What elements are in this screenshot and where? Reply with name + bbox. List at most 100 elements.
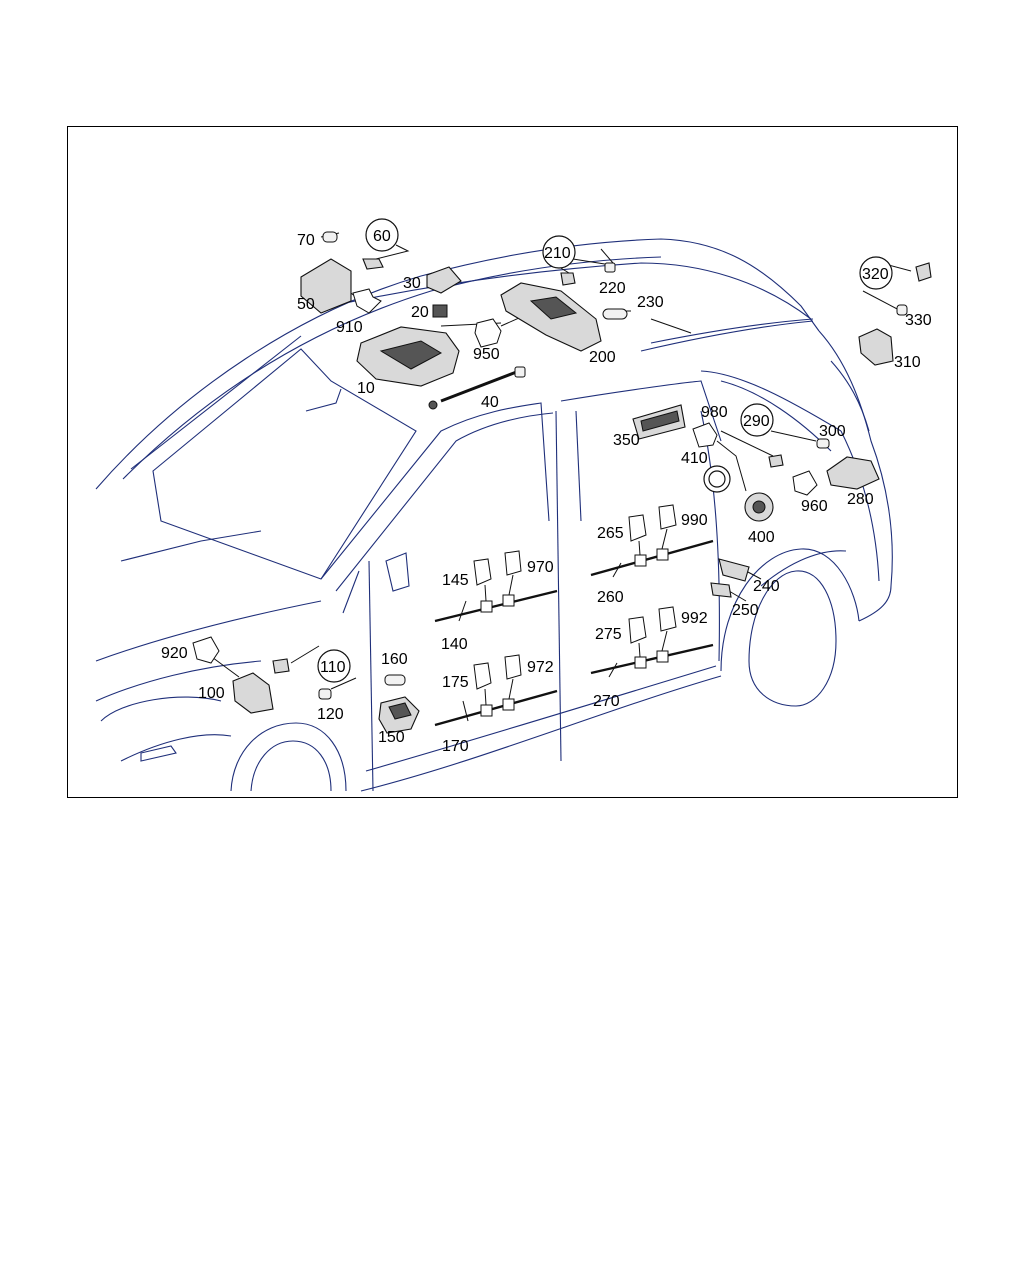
callout-circle-60 [365, 218, 399, 252]
lamp-280-shape [826, 456, 880, 490]
connector-970-box [502, 594, 515, 607]
bulb-120-shape [318, 688, 332, 700]
connector-265-box [634, 554, 647, 567]
label-320: 320 [862, 266, 889, 283]
socket-400-inner [752, 500, 766, 514]
rear-light-200-detail [529, 296, 578, 320]
label-992: 992 [681, 610, 708, 627]
callout-circle-290 [740, 403, 774, 437]
socket-60-shape [362, 258, 384, 270]
label-260: 260 [597, 589, 624, 606]
label-265: 265 [597, 525, 624, 542]
label-150: 150 [378, 729, 405, 746]
label-410: 410 [681, 450, 708, 467]
socket-290-shape [768, 454, 784, 468]
part-labels: 70 60 30 50 20 910 10 40 950 210 220 230… [161, 228, 932, 755]
label-290: 290 [743, 413, 770, 430]
bulb-230-shape [602, 308, 628, 320]
connector-972-box [502, 698, 515, 711]
label-960: 960 [801, 498, 828, 515]
label-170: 170 [442, 738, 469, 755]
connector-145-box [480, 600, 493, 613]
label-910: 910 [336, 319, 363, 336]
label-50: 50 [297, 296, 315, 313]
plug-970-symbol [504, 550, 522, 576]
cable-170 [434, 689, 558, 727]
clip-240-shape [718, 558, 750, 582]
label-310: 310 [894, 354, 921, 371]
label-950: 950 [473, 346, 500, 363]
label-350: 350 [613, 432, 640, 449]
label-330: 330 [905, 312, 932, 329]
label-160: 160 [381, 651, 408, 668]
label-250: 250 [732, 602, 759, 619]
clip-250-shape [710, 582, 732, 598]
ring-410-inner [708, 470, 726, 488]
label-980: 980 [701, 404, 728, 421]
switch-20-shape [432, 304, 448, 318]
label-210: 210 [544, 245, 571, 262]
label-120: 120 [317, 706, 344, 723]
label-145: 145 [442, 572, 469, 589]
connector-990-box [656, 548, 669, 561]
connector-992-box [656, 650, 669, 663]
cable-140 [434, 589, 558, 623]
bulb-70-shape [322, 231, 338, 243]
label-70: 70 [297, 232, 315, 249]
label-10: 10 [357, 380, 375, 397]
label-280: 280 [847, 491, 874, 508]
lamp-310-shape [858, 328, 894, 366]
plug-990-symbol [658, 504, 677, 530]
bulb-160-shape [384, 674, 406, 686]
plug-265-symbol [628, 514, 647, 542]
bulb-220-shape [604, 262, 616, 273]
label-20: 20 [411, 304, 429, 321]
label-240: 240 [753, 578, 780, 595]
label-60: 60 [373, 228, 391, 245]
callout-circle-110 [317, 649, 351, 683]
label-100: 100 [198, 685, 225, 702]
label-275: 275 [595, 626, 622, 643]
callout-circle-320 [859, 256, 893, 290]
connector-275-box [634, 656, 647, 669]
label-990: 990 [681, 512, 708, 529]
switch-block-350-detail [640, 410, 680, 432]
sheet-980-shape [692, 422, 718, 448]
bulb-330-shape [896, 304, 908, 316]
label-175: 175 [442, 674, 469, 691]
plug-145-symbol [473, 558, 492, 586]
label-400: 400 [748, 529, 775, 546]
plug-275-symbol [628, 616, 647, 644]
label-140: 140 [441, 636, 468, 653]
parts [192, 231, 932, 734]
rod-40-shape [440, 369, 520, 403]
socket-210-shape [560, 272, 576, 286]
rod-40-cap [514, 366, 526, 378]
diagram-frame: 70 60 30 50 20 910 10 40 950 210 220 230… [67, 126, 958, 798]
cables [434, 504, 714, 727]
label-972: 972 [527, 659, 554, 676]
circled-callouts [317, 218, 893, 683]
sheet-950-shape [474, 318, 502, 348]
socket-320-shape [915, 262, 932, 282]
label-970: 970 [527, 559, 554, 576]
car-body-outline [95, 238, 893, 792]
rod-40-end [428, 400, 438, 410]
socket-110-shape [272, 658, 290, 674]
parts-diagram: 70 60 30 50 20 910 10 40 950 210 220 230… [95, 218, 932, 792]
sheet-920-shape [192, 636, 220, 664]
label-200: 200 [589, 349, 616, 366]
plug-992-symbol [658, 606, 677, 632]
label-30: 30 [403, 275, 421, 292]
lamp-100-shape [232, 672, 274, 714]
connector-175-box [480, 704, 493, 717]
lamp-50-shape [300, 258, 352, 314]
label-300: 300 [819, 423, 846, 440]
label-220: 220 [599, 280, 626, 297]
plug-175-symbol [473, 662, 492, 690]
label-230: 230 [637, 294, 664, 311]
sheet-910-shape [352, 288, 382, 314]
callout-circle-210 [542, 235, 576, 269]
overhead-panel-10-detail [379, 340, 443, 370]
label-110: 110 [320, 659, 346, 676]
